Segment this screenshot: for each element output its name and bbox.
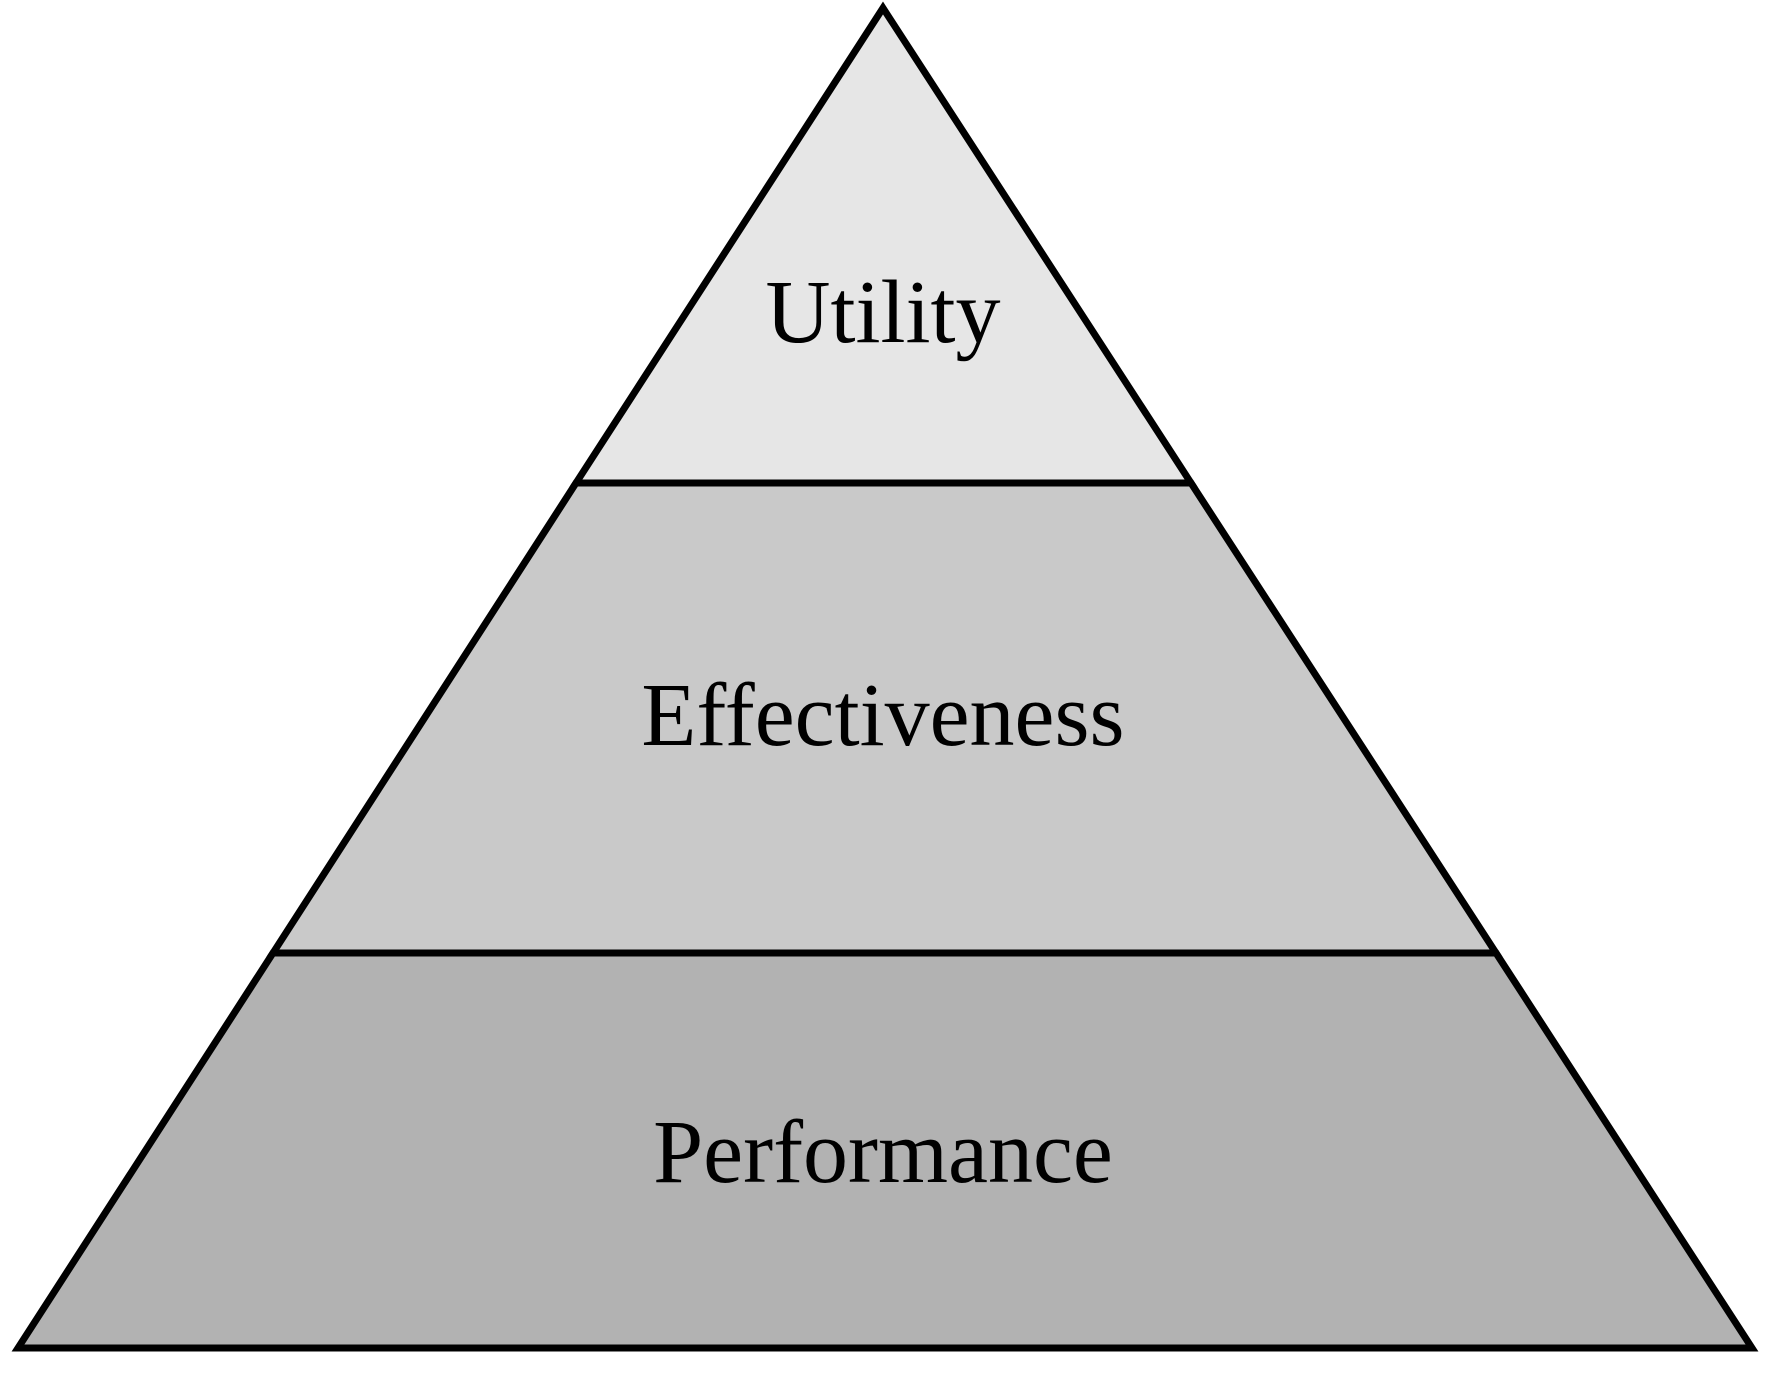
layer-label-performance: Performance — [653, 1103, 1113, 1202]
pyramid-layer-utility — [569, 1, 1198, 487]
layer-label-effectiveness: Effectiveness — [641, 666, 1124, 765]
layer-label-utility: Utility — [765, 263, 1000, 362]
